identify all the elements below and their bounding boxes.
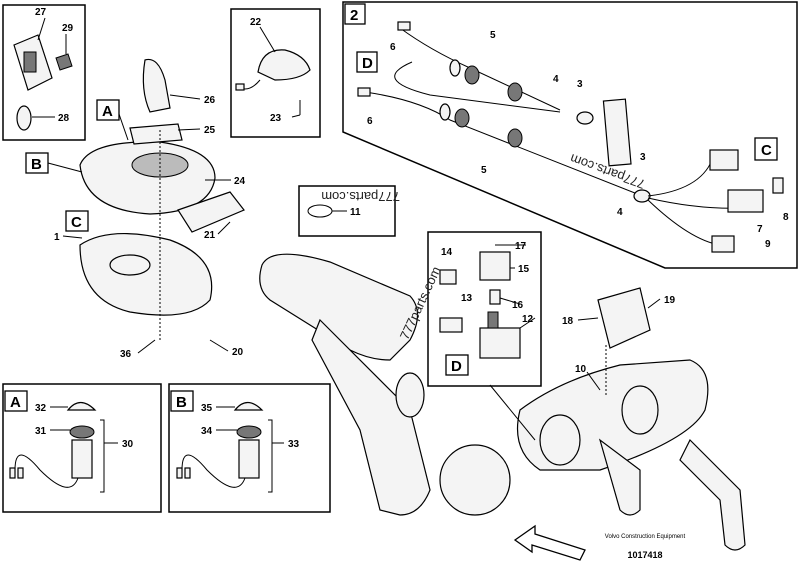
callout-6-top: 6	[390, 42, 396, 53]
company-name: Volvo Construction Equipment	[605, 534, 686, 540]
switch-part	[13, 34, 73, 131]
callout-22: 22	[250, 17, 262, 28]
switch-d-parts	[439, 244, 521, 359]
callout-7: 7	[757, 224, 763, 235]
view-label-b-top: B	[25, 152, 49, 174]
svg-text:D: D	[362, 55, 373, 72]
callout-8: 8	[783, 212, 789, 223]
callout-24: 24	[234, 176, 246, 187]
svg-text:A: A	[102, 103, 113, 120]
inset-switch-box	[2, 4, 86, 141]
callout-5-top: 5	[490, 30, 496, 41]
callout-3-bottom: 3	[640, 152, 646, 163]
indicator-b-part	[176, 401, 273, 493]
direction-arrow-icon	[513, 524, 586, 561]
view-label-d-top: D	[356, 51, 378, 73]
svg-text:A: A	[10, 394, 21, 411]
inset-b-box	[168, 383, 331, 513]
view-label-c-right: C	[754, 137, 778, 161]
callout-3-top: 3	[577, 79, 583, 90]
view-label-b-inset: B	[170, 390, 194, 412]
callout-34: 34	[201, 426, 213, 437]
callout-9: 9	[765, 239, 771, 250]
callout-23: 23	[270, 113, 282, 124]
callout-17: 17	[515, 241, 527, 252]
svg-text:D: D	[451, 358, 462, 375]
svg-text:C: C	[761, 142, 772, 159]
callout-20: 20	[232, 347, 244, 358]
drawing-number: 1017418	[627, 550, 662, 560]
callout-12: 12	[522, 314, 534, 325]
callout-36: 36	[120, 349, 132, 360]
callout-31: 31	[35, 426, 47, 437]
view-label-d-inset: D	[445, 354, 469, 376]
callout-30: 30	[122, 439, 134, 450]
view-label-a-inset: A	[4, 390, 28, 412]
callout-1: 1	[54, 232, 60, 243]
callout-14: 14	[441, 247, 453, 258]
callout-10: 10	[575, 364, 587, 375]
callout-16: 16	[512, 300, 524, 311]
callout-33: 33	[288, 439, 300, 450]
callout-18: 18	[562, 316, 574, 327]
svg-text:2: 2	[350, 7, 358, 24]
callout-labels: 27 29 28 26 25 22 23 24 21 1 36 20 11 5 …	[35, 7, 789, 450]
callout-21: 21	[204, 230, 216, 241]
callout-11: 11	[350, 207, 361, 218]
panel-2-box	[342, 1, 798, 269]
joystick-assembly	[259, 253, 746, 551]
callout-35: 35	[201, 403, 213, 414]
svg-text:B: B	[176, 394, 187, 411]
inset-d-box	[427, 231, 542, 387]
inset-22-box	[230, 8, 321, 138]
cover-22-part	[235, 49, 311, 115]
callout-5-bottom: 5	[481, 165, 487, 176]
tie-strap-part	[307, 204, 333, 218]
callout-26: 26	[204, 95, 216, 106]
indicator-a-part	[9, 401, 105, 493]
callout-27: 27	[35, 7, 47, 18]
callout-15: 15	[518, 264, 530, 275]
cable-assembly	[357, 21, 784, 253]
watermark-1: 777parts.com	[321, 189, 400, 204]
callout-25: 25	[204, 125, 216, 136]
inset-11-box	[298, 185, 396, 237]
svg-text:B: B	[31, 156, 42, 173]
svg-text:C: C	[71, 214, 82, 231]
inset-a-box	[2, 383, 162, 513]
console-assembly	[79, 58, 245, 340]
view-label-c-left: C	[65, 210, 89, 232]
view-label-2: 2	[344, 3, 366, 25]
callout-19: 19	[664, 295, 676, 306]
callout-13: 13	[461, 293, 473, 304]
callout-6-bottom: 6	[367, 116, 373, 127]
callout-32: 32	[35, 403, 47, 414]
view-label-a-top: A	[96, 99, 120, 121]
callout-29: 29	[62, 23, 74, 34]
callout-4-top: 4	[553, 74, 559, 85]
callout-4-bottom: 4	[617, 207, 623, 218]
callout-28: 28	[58, 113, 70, 124]
